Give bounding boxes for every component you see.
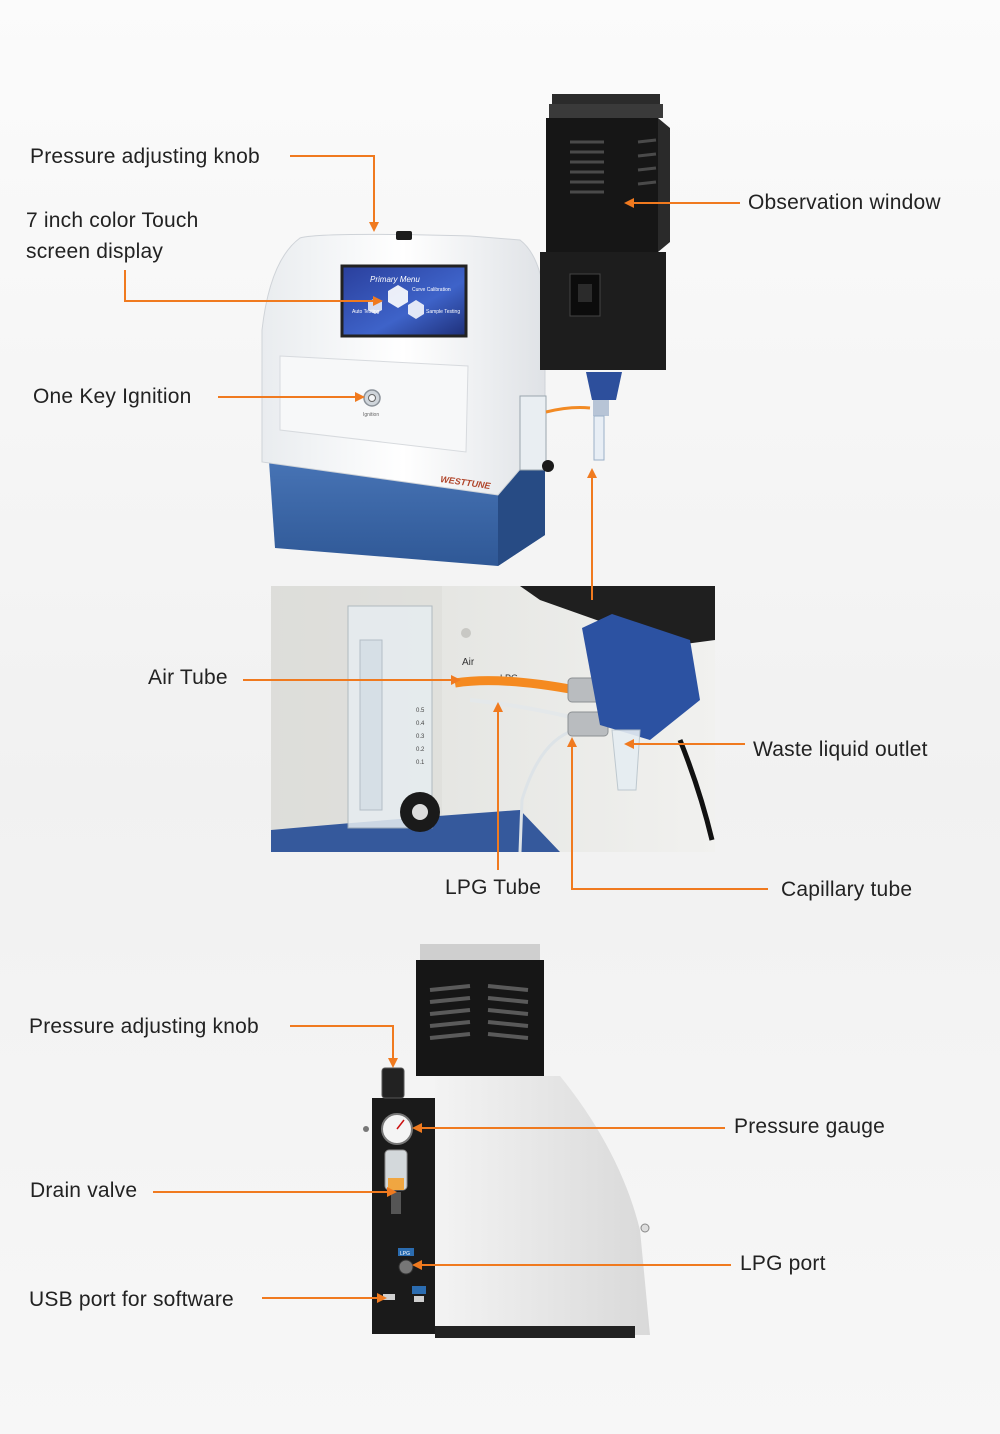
- screen-menu-title: Primary Menu: [370, 275, 420, 284]
- side-usb-port: [383, 1294, 395, 1300]
- label-waste-liquid-outlet: Waste liquid outlet: [753, 738, 928, 761]
- burner-lower-box: [540, 252, 666, 370]
- capillary-tube-line: [518, 728, 576, 853]
- chimney-vents: [570, 138, 657, 194]
- label-usb-port: USB port for software: [29, 1288, 234, 1311]
- port-label-air: Air: [462, 657, 475, 668]
- scale-mark: 0.3: [416, 734, 425, 740]
- label-capillary-tube: Capillary tube: [781, 878, 913, 901]
- label-pressure-knob-front: Pressure adjusting knob: [30, 145, 260, 168]
- side-pressure-knob: [381, 1067, 405, 1099]
- detail-nebulizer: [582, 614, 700, 740]
- label-touch-screen: 7 inch color Touch screen display: [26, 209, 199, 263]
- scale-mark: 0.2: [416, 747, 425, 753]
- detail-view: 0.5 0.4 0.3 0.2 0.1 Air LPG: [271, 586, 715, 853]
- side-lpg-tag: LPG: [400, 1251, 410, 1257]
- side-view-instrument: LPG: [363, 944, 650, 1338]
- label-observation-window: Observation window: [748, 191, 941, 214]
- label-one-key-ignition: One Key Ignition: [33, 385, 192, 408]
- label-lpg-tube: LPG Tube: [445, 876, 542, 899]
- label-air-tube: Air Tube: [148, 666, 228, 689]
- label-lpg-port: LPG port: [740, 1252, 826, 1275]
- air-tube: [454, 676, 576, 695]
- screen-item-sample: Sample Testing: [426, 309, 460, 315]
- scale-mark: 0.5: [416, 708, 425, 714]
- label-pressure-knob-side: Pressure adjusting knob: [29, 1015, 259, 1038]
- top-knob: [396, 231, 412, 240]
- side-chimney: [416, 960, 544, 1076]
- front-view-instrument: Primary Menu Curve Calibration Sample Te…: [261, 94, 670, 566]
- nebulizer: [586, 372, 622, 400]
- flowmeter: [519, 395, 547, 471]
- scale-mark: 0.4: [416, 721, 425, 727]
- label-drain-valve: Drain valve: [30, 1179, 138, 1202]
- side-lpg-port: [398, 1259, 414, 1275]
- side-grey-housing: [435, 1076, 650, 1335]
- screen-item-curve: Curve Calibration: [412, 287, 451, 293]
- scale-mark: 0.1: [416, 760, 425, 766]
- ignition-caption: Ignition: [363, 412, 379, 418]
- label-pressure-gauge: Pressure gauge: [734, 1115, 886, 1138]
- screen-item-auto: Auto Testing: [352, 309, 380, 315]
- side-vents: [429, 984, 529, 1040]
- leader-lines: [124, 155, 768, 1303]
